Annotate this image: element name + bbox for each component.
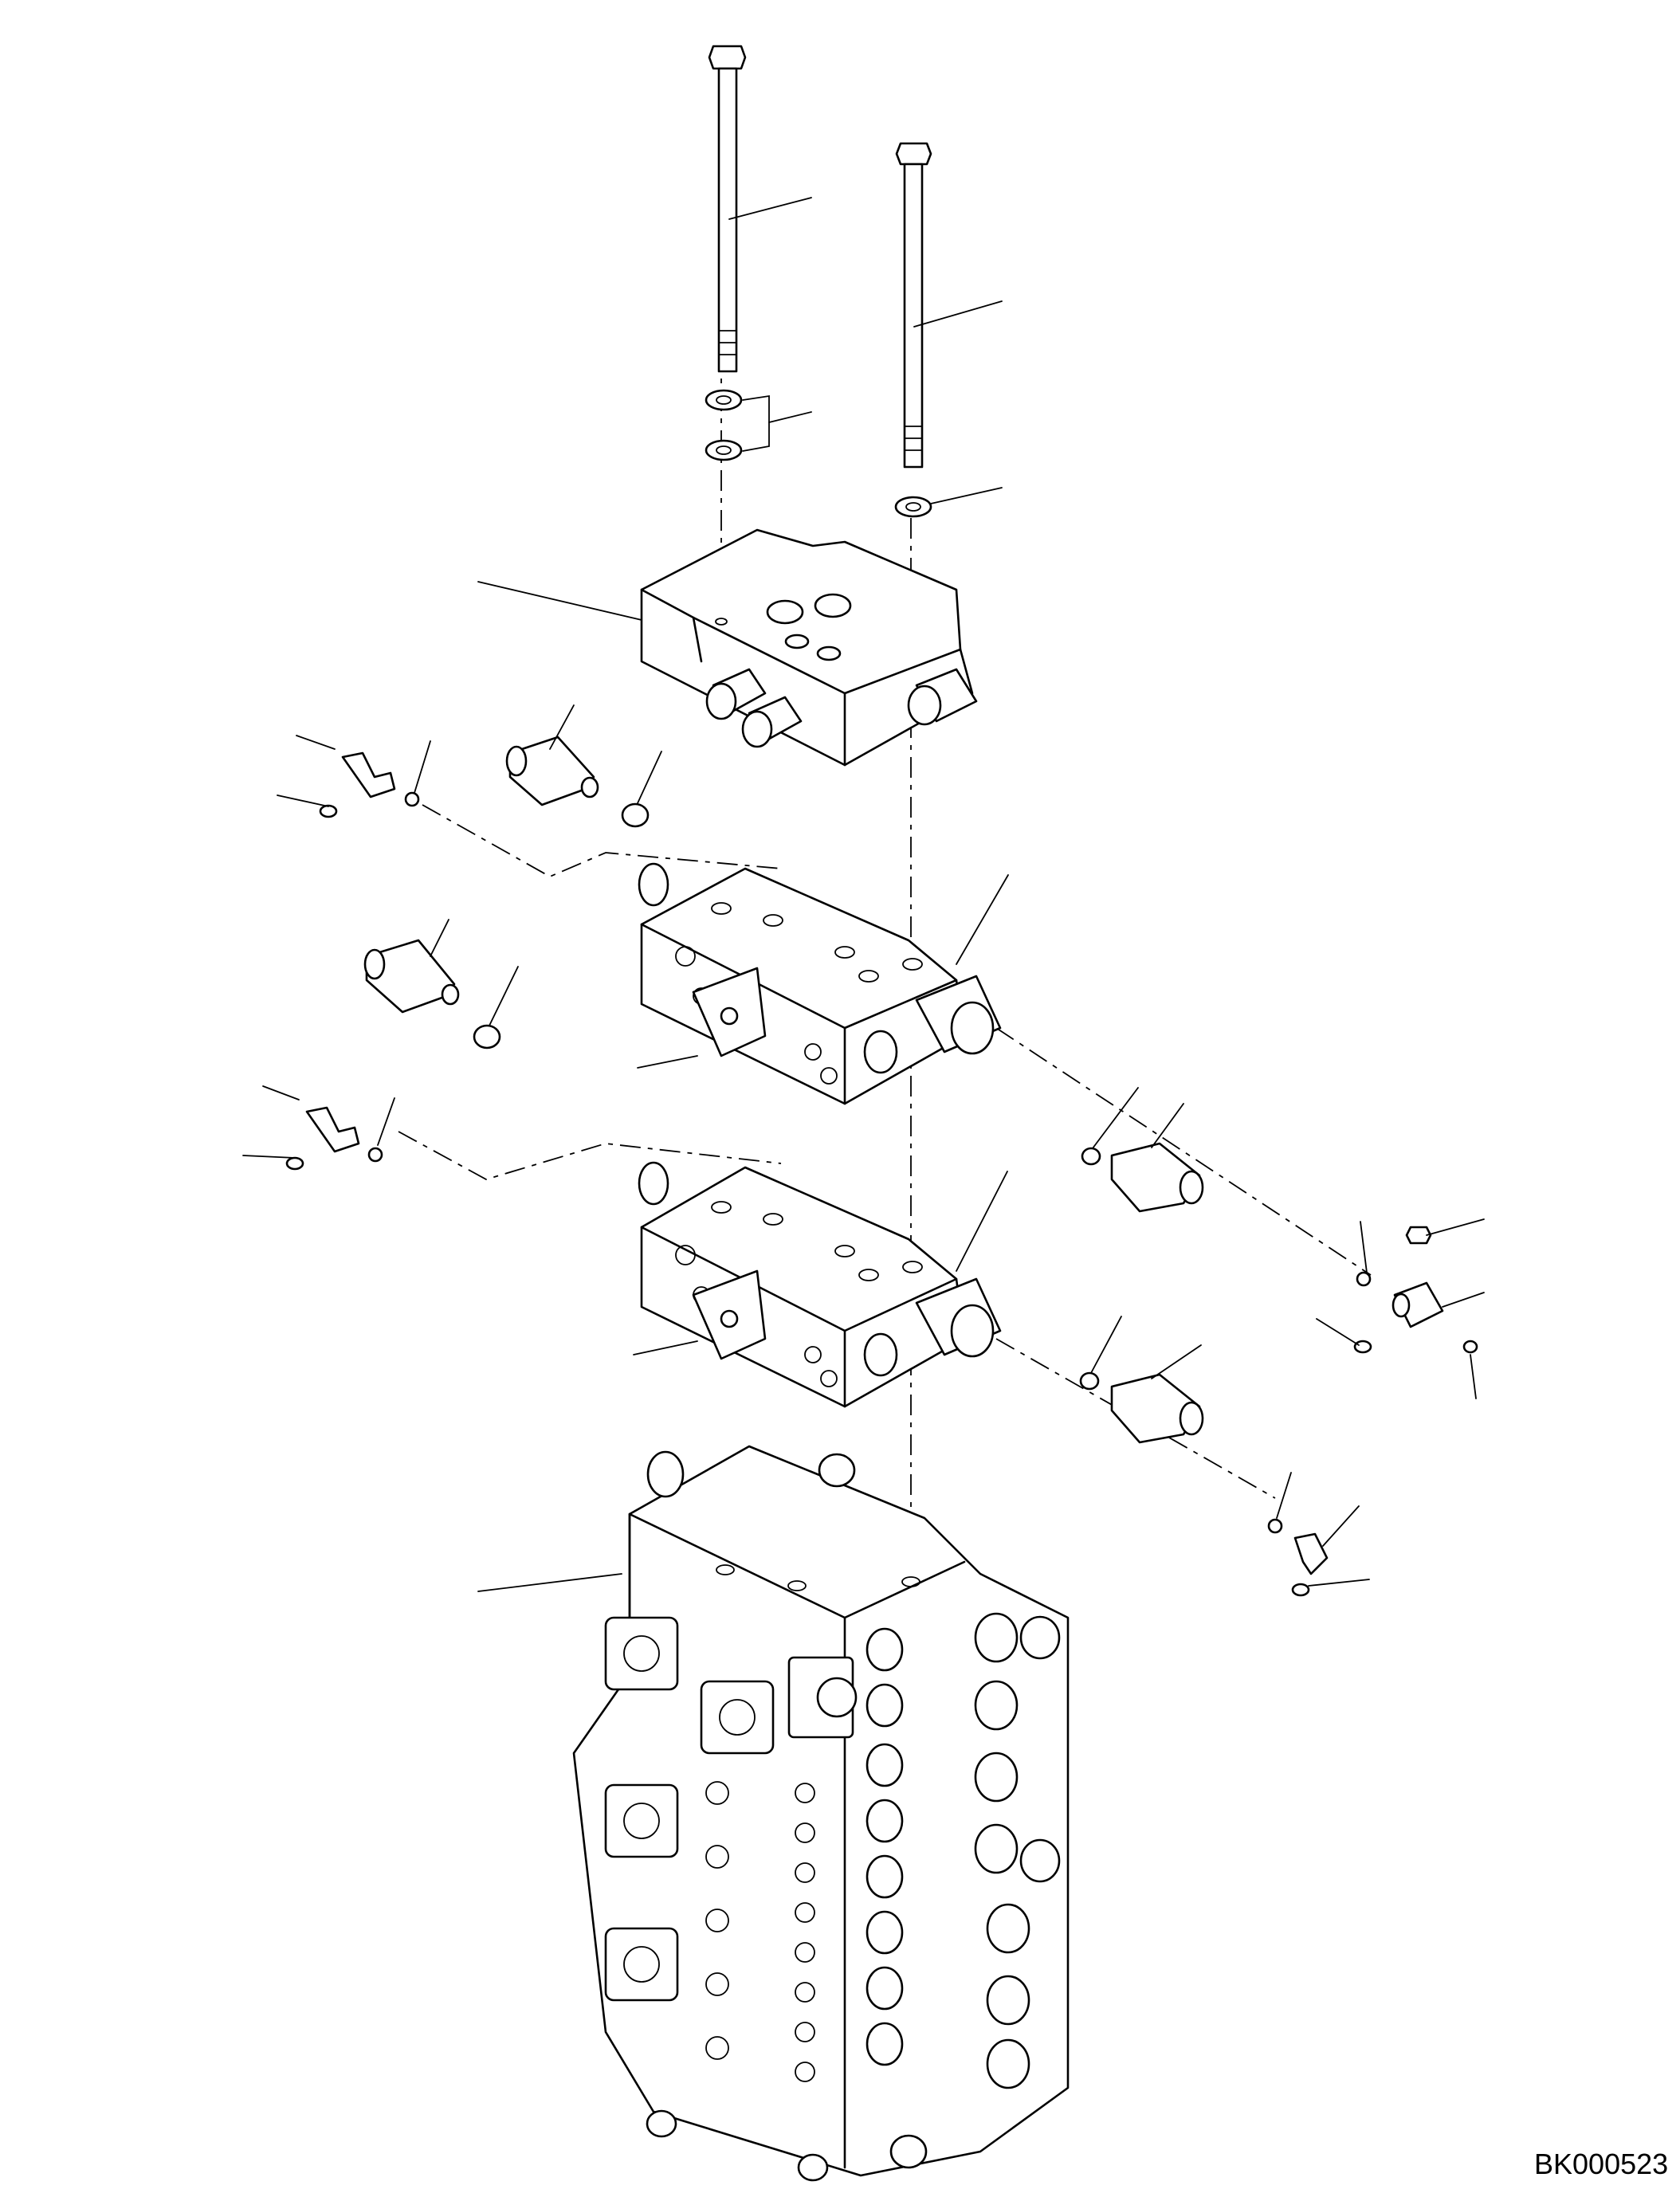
tie-bolt-left (708, 45, 747, 373)
relief-valve-3 (1110, 1142, 1204, 1213)
main-control-valve-body (572, 1445, 1070, 2182)
washer-right (894, 496, 932, 518)
elbow-fitting-3 (1291, 1532, 1329, 1597)
elbow-fitting-2 (285, 1106, 360, 1171)
o-ring-6 (367, 1147, 383, 1163)
upper-section-spool-end (863, 975, 1002, 1074)
o-ring-8 (1267, 1518, 1283, 1534)
tee-fitting (1353, 1281, 1478, 1354)
lower-section-spool-end (863, 1277, 1002, 1377)
callout-leaders (242, 197, 1485, 1592)
drawing-reference-code: BK000523 (1534, 2148, 1668, 2180)
relief-valve-4 (1110, 1373, 1204, 1444)
cover-port-2 (741, 696, 803, 748)
o-ring-5 (404, 791, 420, 807)
washer-lower (705, 439, 743, 461)
washer-bracket (742, 394, 770, 452)
top-cover-block (640, 528, 978, 767)
o-ring-7 (1356, 1271, 1372, 1287)
o-ring-2 (473, 1024, 501, 1049)
elbow-fitting-1 (319, 751, 396, 818)
upper-section-cap (692, 967, 767, 1057)
lower-section-cap (692, 1269, 767, 1360)
o-ring-1 (621, 802, 650, 828)
cover-plug (907, 668, 978, 726)
relief-valve-2 (363, 939, 460, 1014)
section-valve-lower (638, 1161, 1002, 1408)
o-ring-4 (1079, 1371, 1100, 1391)
washer-upper (705, 389, 743, 411)
o-ring-3 (1081, 1147, 1101, 1166)
relief-valve-1 (505, 736, 599, 806)
cover-port-1 (705, 668, 767, 720)
section-valve-upper (638, 862, 1002, 1105)
hex-plug (1405, 1226, 1432, 1245)
tie-bolt-right (895, 142, 932, 469)
